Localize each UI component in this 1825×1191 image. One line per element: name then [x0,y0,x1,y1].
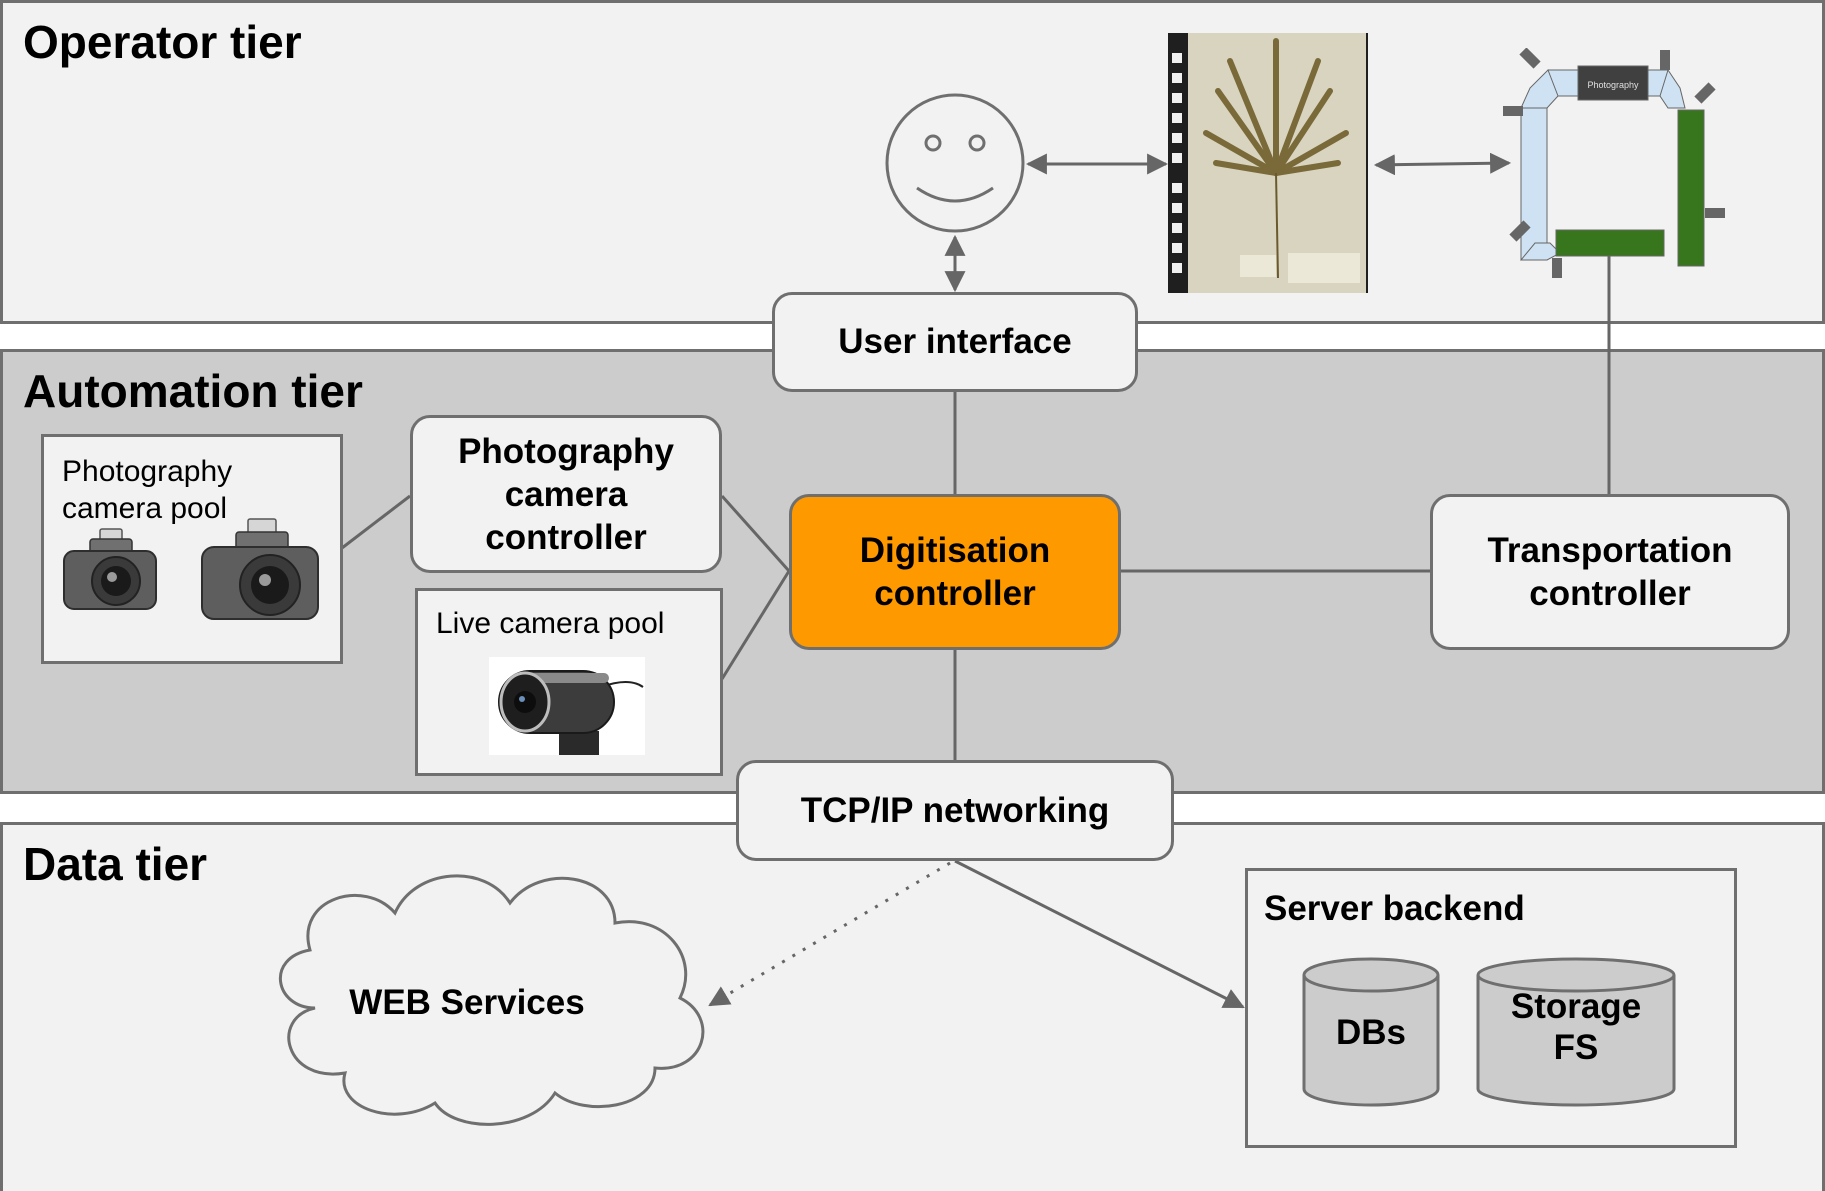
conveyor-layout-image: Photography [1503,48,1725,278]
photography-camera-pool: Photography camera pool [41,434,343,664]
tcpip-networking-label: TCP/IP networking [800,790,1110,830]
tcpip-networking-box[interactable]: TCP/IP networking [736,760,1174,861]
arrow-tcp-web [708,861,951,1007]
photography-camera-pool-label: Photography camera pool [62,455,233,525]
line-photopool-controller [341,494,411,550]
live-camera-pool: Live camera pool [415,588,723,776]
server-backend-label: Server backend [1264,889,1525,928]
dslr-camera-icon [63,528,157,610]
web-services-cloud[interactable]: WEB Services [255,858,715,1148]
transportation-controller-label: Transportation controller [1487,531,1733,613]
data-tier-title: Data tier [23,838,208,890]
dslr-camera-icon [201,518,319,620]
herbarium-specimen-image [1168,33,1368,293]
photography-controller-label: Photography camera controller [458,431,674,557]
arrow-tcp-server [954,859,1245,1009]
digitisation-controller-box[interactable]: Digitisation controller [789,494,1121,650]
smiley-face-icon [885,93,1025,233]
arrow-specimen-conveyor [1373,152,1512,176]
webcam-icon [489,657,645,755]
conveyor-station-label: Photography [1587,80,1639,90]
transportation-controller-box[interactable]: Transportation controller [1430,494,1790,650]
photography-controller-box[interactable]: Photography camera controller [410,415,722,573]
storage-fs-label: Storage FS [1510,987,1642,1067]
user-interface-box[interactable]: User interface [772,292,1138,392]
operator-tier-title: Operator tier [23,16,302,68]
database-cylinder-icon [1476,957,1676,1107]
automation-tier-title: Automation tier [23,365,363,417]
user-interface-label: User interface [838,322,1072,361]
live-camera-pool-label: Live camera pool [436,607,665,640]
digitisation-controller-label: Digitisation controller [859,531,1051,613]
database-cylinder-icon [1302,957,1440,1107]
dbs-label: DBs [1335,1013,1407,1052]
web-services-label: WEB Services [349,983,584,1022]
line-photocontroller-digitisation [720,495,791,572]
server-backend-box[interactable]: Server backend DBs Storage FS [1245,868,1737,1148]
line-livepool-digitisation [720,570,791,680]
